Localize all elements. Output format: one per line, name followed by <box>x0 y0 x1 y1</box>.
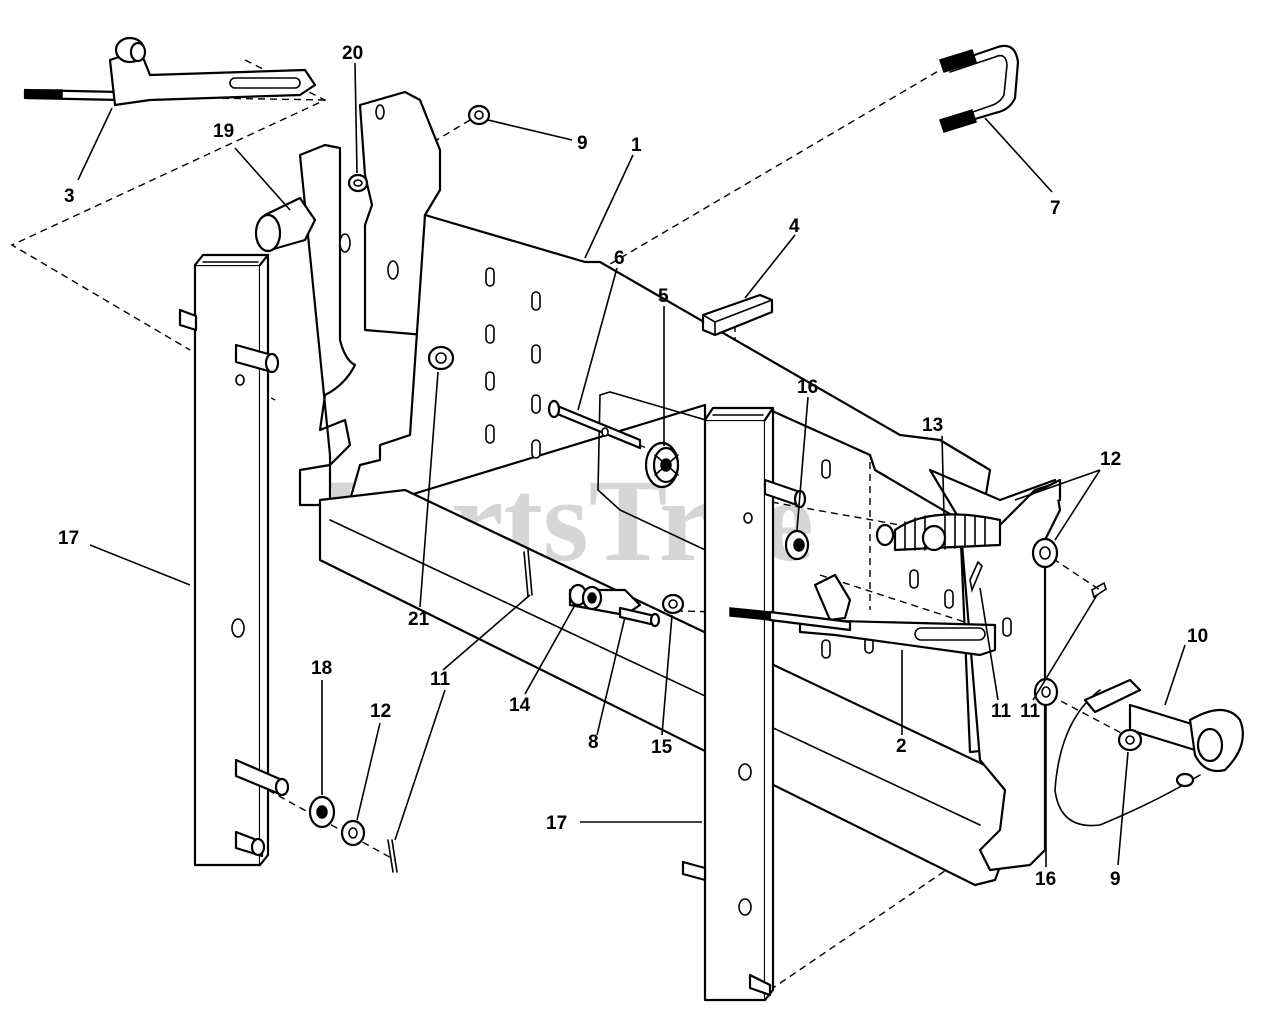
callout-10: 10 <box>1187 626 1208 647</box>
extension-spring <box>875 478 1062 552</box>
hex-nut-9-top <box>467 104 491 126</box>
callout-16-lower: 16 <box>1035 869 1056 890</box>
hitch-pin <box>1054 678 1244 827</box>
callout-8: 8 <box>588 732 599 753</box>
callout-11-right: 11 <box>1020 701 1041 722</box>
callout-6: 6 <box>614 248 625 269</box>
washer-12-left <box>340 819 366 847</box>
callout-4: 4 <box>789 216 800 237</box>
callout-21: 21 <box>408 609 430 630</box>
callout-20: 20 <box>342 43 363 64</box>
washer-12-right <box>1031 537 1059 569</box>
bushing-18 <box>308 795 336 829</box>
hex-nut-9-lower <box>1117 728 1143 752</box>
callout-7: 7 <box>1050 198 1061 219</box>
callout-17-left: 17 <box>58 528 79 549</box>
leader-lines <box>77 62 1186 867</box>
cotter-pin-11b <box>969 560 983 593</box>
callout-17-right: 17 <box>546 813 567 834</box>
callout-15: 15 <box>651 737 673 758</box>
callout-5: 5 <box>658 286 669 307</box>
hex-nut-20 <box>347 173 369 193</box>
callout-2: 2 <box>896 736 907 757</box>
callout-14: 14 <box>509 695 531 716</box>
cotter-pin-11a <box>523 549 533 597</box>
callout-12-right: 12 <box>1100 449 1121 470</box>
hex-nut-15 <box>661 593 685 615</box>
callout-9-top: 9 <box>577 133 588 154</box>
callout-13: 13 <box>922 415 943 436</box>
callout-11-mid: 11 <box>991 701 1012 722</box>
callout-12-left: 12 <box>370 701 391 722</box>
rubber-bumper <box>254 196 317 253</box>
threaded-rod <box>729 607 852 632</box>
callout-9-lower: 9 <box>1110 869 1121 890</box>
lift-lever-rod <box>23 36 317 107</box>
pulley <box>644 441 680 489</box>
link-pin-8 <box>618 606 661 628</box>
callout-16-upper: 16 <box>797 377 818 398</box>
hex-nut-21 <box>427 345 455 371</box>
callout-11-left: 11 <box>430 669 451 690</box>
washer-16-upper <box>784 529 810 561</box>
callout-18: 18 <box>311 658 332 679</box>
tube-plug <box>701 293 774 337</box>
washer-16-lower <box>1033 677 1059 707</box>
cotter-pin-11d <box>387 839 398 873</box>
callout-1: 1 <box>631 135 642 156</box>
cotter-pin-11c <box>1091 581 1107 599</box>
right-vertical-tube <box>681 406 807 1002</box>
callout-labels: 1 2 3 4 5 6 7 8 9 9 10 11 11 11 12 12 13… <box>58 43 1208 890</box>
u-bolt <box>939 44 1020 133</box>
callout-19: 19 <box>213 121 234 142</box>
clevis-pin <box>547 399 642 450</box>
callout-3: 3 <box>64 186 75 207</box>
left-vertical-tube <box>178 253 290 867</box>
